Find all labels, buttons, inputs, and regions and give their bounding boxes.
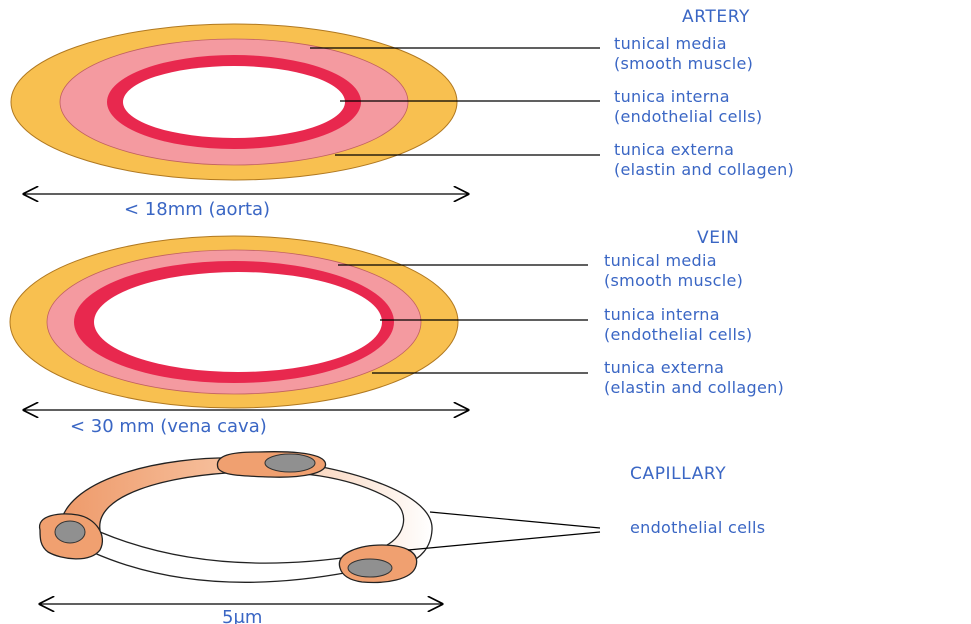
vein-cross-section — [10, 236, 458, 408]
artery-media-label-line2: (smooth muscle) — [614, 54, 753, 73]
artery-interna-label-line1: tunica interna — [614, 87, 730, 106]
capillary-dimension-label: 5μm — [222, 607, 262, 624]
artery-media-label-line1: tunical media — [614, 34, 727, 53]
capillary-top-nucleus — [265, 454, 315, 472]
capillary-left-nucleus — [55, 521, 85, 543]
vein-media-label-line1: tunical media — [604, 251, 717, 270]
capillary-right-nucleus — [348, 559, 392, 577]
vein-dimension-label: < 30 mm (vena cava) — [70, 416, 267, 437]
capillary-cell-leader-upper — [430, 512, 600, 528]
capillary-cross-section — [40, 452, 433, 583]
artery-interna-label-line2: (endothelial cells) — [614, 107, 762, 126]
capillary-lower-cell — [92, 532, 356, 582]
vein-externa-label-line1: tunica externa — [604, 358, 724, 377]
capillary-title: CAPILLARY — [630, 464, 726, 484]
artery-externa-label-line1: tunica externa — [614, 140, 734, 159]
artery-externa-label-line2: (elastin and collagen) — [614, 160, 794, 179]
vein-media-label-line2: (smooth muscle) — [604, 271, 743, 290]
vein-title: VEIN — [697, 228, 740, 248]
capillary-cells-label: endothelial cells — [630, 518, 765, 537]
artery-title: ARTERY — [682, 7, 750, 27]
artery-lumen — [123, 66, 345, 138]
vein-lumen — [94, 272, 382, 372]
capillary-cell-leader-lower — [408, 532, 600, 550]
vein-interna-label-line2: (endothelial cells) — [604, 325, 752, 344]
vein-externa-label-line2: (elastin and collagen) — [604, 378, 784, 397]
vein-interna-label-line1: tunica interna — [604, 305, 720, 324]
artery-dimension-label: < 18mm (aorta) — [124, 199, 270, 220]
